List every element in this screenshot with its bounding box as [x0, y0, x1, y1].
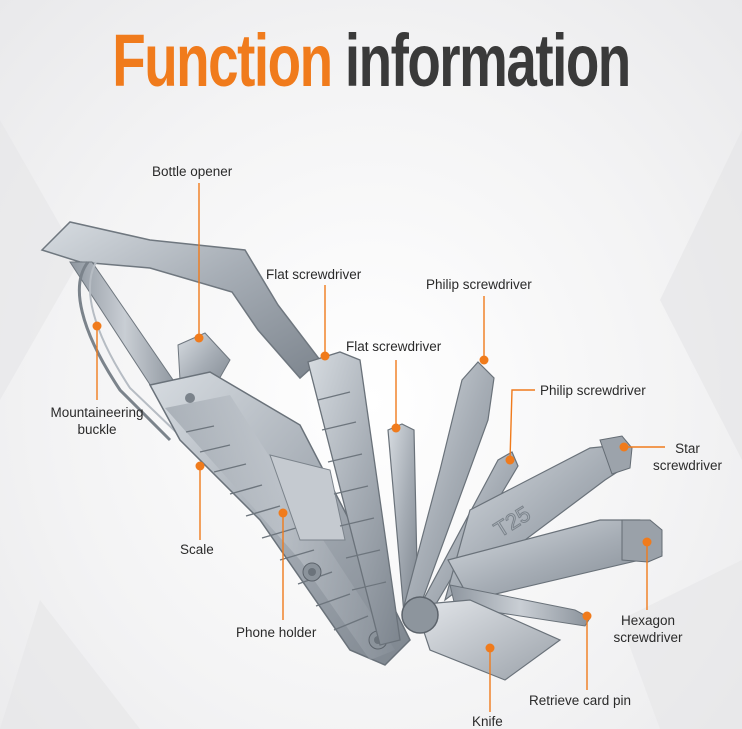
label-hexagon-screwdriver-line1: Hexagon — [620, 613, 676, 628]
label-star-screwdriver-line2: screwdriver — [652, 458, 722, 473]
label-retrieve-card-pin: Retrieve card pin — [529, 693, 632, 708]
label-mountaineering-buckle: Mountaineering buckle — [42, 404, 152, 438]
label-mountaineering-buckle-line2: buckle — [77, 422, 117, 437]
label-philip-screwdriver-1: Philip screwdriver — [426, 277, 532, 292]
pivot-hub — [401, 596, 439, 634]
title-word-information: information — [344, 19, 631, 102]
label-hexagon-screwdriver: Hexagon screwdriver — [600, 612, 696, 646]
label-mountaineering-buckle-line1: Mountaineering — [50, 405, 144, 420]
phone-holder-plate — [269, 454, 346, 541]
flat-screwdriver-wide — [307, 351, 401, 646]
label-phone-holder: Phone holder — [236, 625, 317, 640]
label-flat-screwdriver-2: Flat screwdriver — [346, 339, 442, 354]
knife-blade — [414, 599, 562, 681]
label-knife: Knife — [472, 714, 503, 729]
label-star-screwdriver: Star screwdriver — [640, 440, 735, 474]
philip-screwdriver-large — [403, 361, 495, 613]
tool-body — [148, 371, 411, 666]
title-word-function: Function — [112, 19, 333, 102]
label-bottle-opener: Bottle opener — [152, 164, 233, 179]
label-philip-screwdriver-2: Philip screwdriver — [540, 383, 646, 398]
hexagon-screwdriver — [447, 519, 663, 601]
label-scale: Scale — [180, 542, 214, 557]
label-hexagon-screwdriver-line2: screwdriver — [613, 630, 683, 645]
label-flat-screwdriver-1: Flat screwdriver — [266, 267, 362, 282]
label-star-screwdriver-line1: Star — [675, 441, 700, 456]
